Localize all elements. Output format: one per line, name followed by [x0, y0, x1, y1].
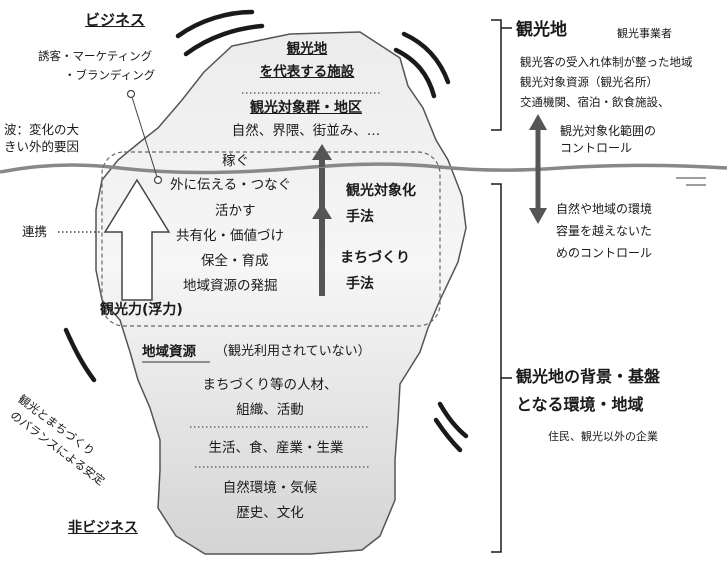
wave-arc [393, 47, 437, 99]
desc-line1: 観光客の受入れ体制が整った地域 [520, 55, 693, 69]
resource-note: （観光利用されていない） [215, 344, 371, 359]
people-line1: まちづくり等の人材、 [202, 377, 338, 393]
landmark-line1: 観光地 [286, 41, 328, 57]
hozen-label: 保全・育成 [201, 253, 269, 269]
control-line1: 観光対象化範囲の [560, 124, 657, 138]
ikasu-label: 活かす [215, 203, 256, 219]
taishoka-line1: 観光対象化 [346, 183, 416, 199]
background-sub: 住民、観光以外の企業 [548, 430, 658, 443]
wave-label-line1: 波：変化の大 [4, 122, 80, 137]
wave-arc [433, 417, 463, 453]
business-label: ビジネス [85, 11, 146, 29]
group-items: 自然、界隈、街並み、… [231, 123, 381, 139]
capacity-line3: めのコントロール [556, 246, 653, 260]
capacity-line1: 自然や地域の環境 [556, 202, 653, 216]
renkei-label: 連携 [22, 224, 48, 239]
kasegu-label: 稼ぐ [222, 153, 249, 169]
iceberg-shape [95, 31, 467, 555]
bracket-kankochi [491, 19, 502, 131]
tsutaeru-label: 外に伝える・つなぐ [170, 177, 292, 193]
life-label: 生活、食、産業・生業 [208, 440, 344, 456]
group-title: 観光対象群・地区 [250, 100, 362, 116]
marketing-line1: 誘客・マーケティング [38, 49, 153, 63]
nonbusiness-label: 非ビジネス [68, 520, 138, 536]
kankochi-sub: 観光事業者 [617, 27, 672, 40]
resource-title: 地域資源 [142, 344, 196, 360]
water-line [0, 162, 727, 175]
wave-arc [401, 31, 451, 85]
buoyancy-region [101, 151, 441, 327]
wave-arc [437, 401, 469, 439]
background-line1: 観光地の背景・基盤 [516, 367, 661, 386]
nature-line1: 自然環境・気候 [222, 480, 318, 496]
wave-arc [63, 327, 97, 383]
machi-line2: 手法 [346, 276, 374, 292]
wave-arc [175, 9, 255, 39]
wave-arc [183, 23, 265, 57]
kyoyu-label: 共有化・価値づけ [176, 228, 284, 244]
kankoryoku-label: 観光力(浮力) [100, 302, 183, 318]
control-arrow-down [529, 208, 547, 224]
marketing-pointer [130, 93, 159, 181]
desc-line3: 交通機関、宿泊・飲食施設、 [520, 95, 670, 109]
nature-line2: 歴史、文化 [236, 505, 304, 521]
marketing-line2: ・ブランディング [64, 68, 156, 82]
people-line2: 組織、活動 [236, 402, 304, 418]
desc-line2: 観光対象資源（観光名所） [520, 75, 658, 89]
control-line2: コントロール [560, 141, 633, 155]
pointer-dot [126, 89, 136, 99]
kankochi-title: 観光地 [516, 20, 567, 40]
capacity-line2: 容量を越えないた [556, 224, 653, 238]
hakkutsu-label: 地域資源の発掘 [183, 278, 278, 294]
wave-label-line2: きい外的要因 [4, 139, 80, 154]
pointer-dot [153, 175, 163, 185]
landmark-line2: を代表する施設 [259, 64, 355, 80]
taishoka-line2: 手法 [346, 209, 374, 225]
bracket-background [491, 183, 502, 553]
control-arrow-up [529, 114, 547, 130]
machi-arrow-head [312, 144, 332, 160]
buoyancy-arrow [103, 178, 171, 301]
machi-line1: まちづくり [340, 250, 410, 266]
background-line2: となる環境・地域 [516, 395, 644, 414]
